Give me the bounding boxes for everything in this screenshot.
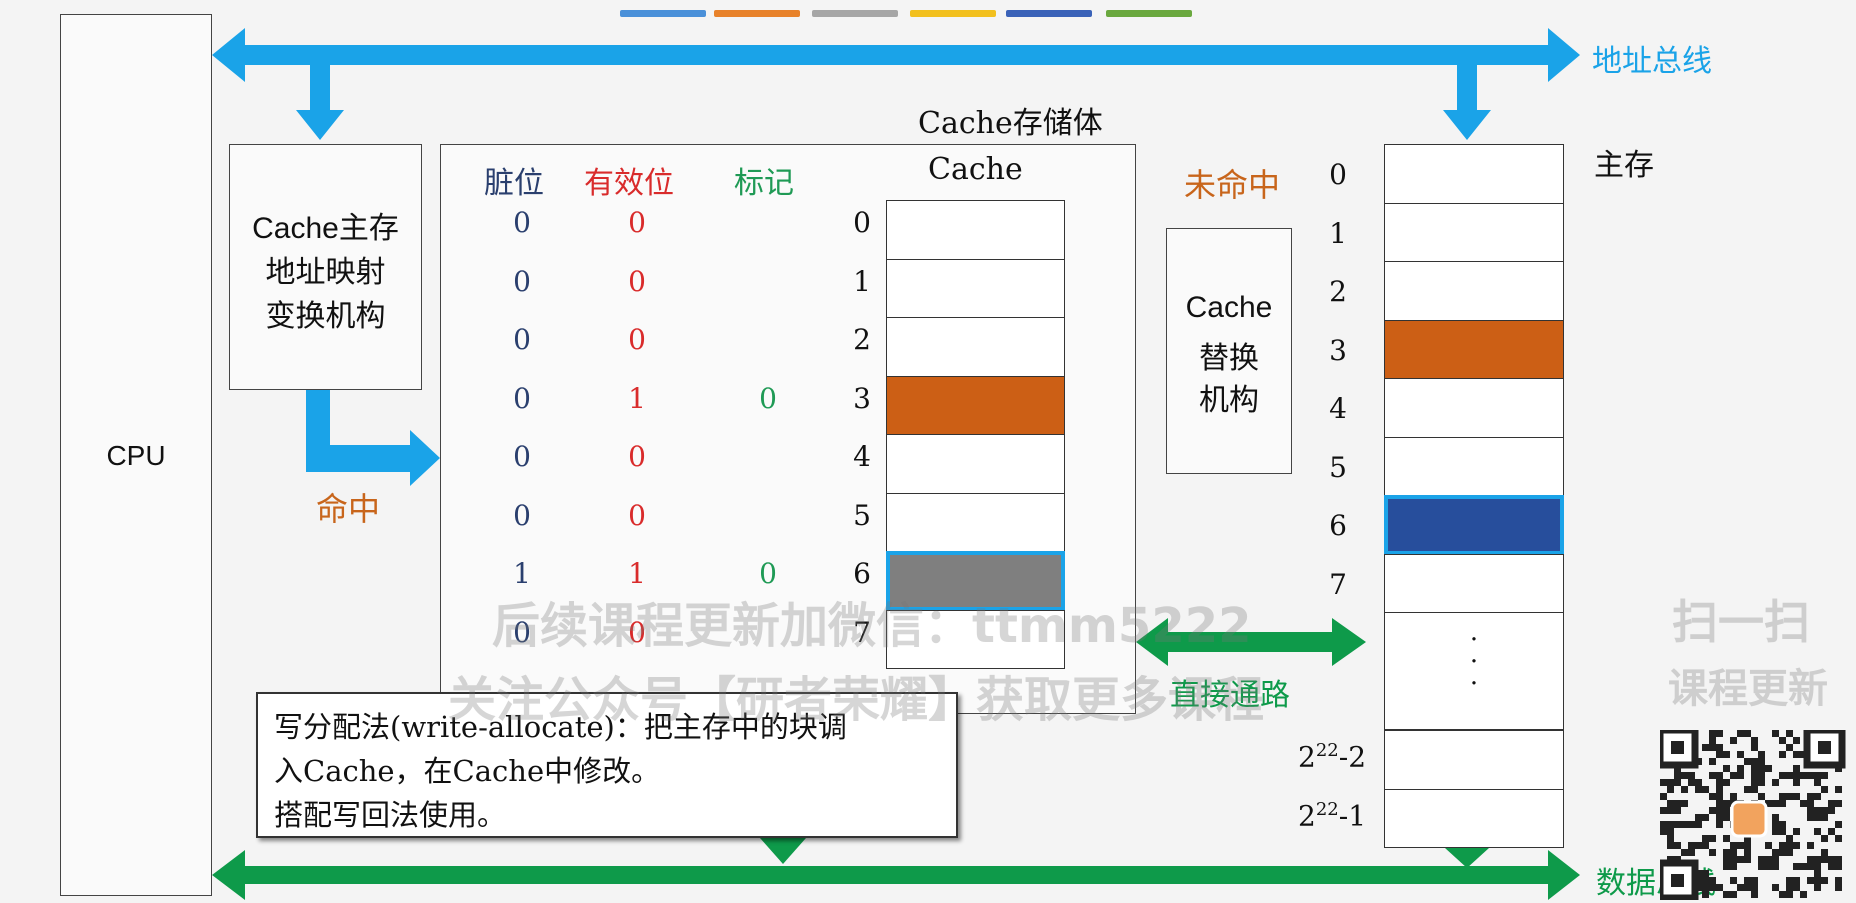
cache-line-index: 0 — [853, 206, 871, 239]
side-watermark-2: 课程更新 — [1668, 666, 1828, 712]
memory-block — [1384, 144, 1564, 204]
dirty-bit: 0 — [513, 498, 531, 532]
memory-block-index: 5 — [1329, 450, 1347, 484]
memory-block-index: 3 — [1329, 333, 1347, 367]
qr-code — [1660, 730, 1846, 900]
mapping-line-2: 地址映射 — [265, 255, 386, 290]
dirty-bit: 0 — [513, 615, 531, 649]
cache-line-index: 5 — [853, 498, 871, 532]
valid-bit: 0 — [628, 498, 646, 532]
memory-block-index: 222-2 — [1298, 740, 1367, 774]
cache-replace-unit: Cache 替换 机构 — [1166, 228, 1292, 474]
cache-line-index: 4 — [853, 440, 871, 473]
valid-bit: 1 — [628, 381, 646, 415]
note-line-3: 搭配写回法使用。 — [274, 798, 507, 832]
cache-line-index: 3 — [853, 381, 871, 415]
miss-label: 未命中 — [1184, 166, 1281, 204]
color-bar — [620, 10, 706, 17]
main-memory-label: 主存 — [1594, 148, 1654, 183]
valid-bit: 0 — [628, 264, 646, 298]
dirty-bit: 0 — [513, 323, 531, 356]
write-allocate-note: 写分配法(write-allocate)：把主存中的块调 入Cache，在Cac… — [256, 692, 958, 838]
header-tag: 标记 — [734, 166, 794, 201]
cpu-box: CPU — [60, 14, 212, 896]
memory-block — [1384, 495, 1564, 555]
cache-line-index: 7 — [853, 615, 871, 649]
header-dirty: 脏位 — [484, 166, 544, 201]
memory-block — [1384, 202, 1564, 262]
address-bus-arrow — [212, 28, 1580, 486]
color-bar — [910, 10, 996, 17]
memory-block — [1384, 553, 1564, 613]
mapping-line-1: Cache主存 — [252, 212, 399, 245]
direct-path-label: 直接通路 — [1170, 678, 1290, 713]
color-bar — [1006, 10, 1092, 17]
memory-block — [1384, 319, 1564, 379]
cache-line-index: 6 — [853, 557, 871, 590]
memory-block-index: 222-1 — [1298, 798, 1367, 832]
cache-line — [886, 609, 1065, 669]
mapping-line-3: 变换机构 — [265, 299, 386, 334]
memory-block — [1384, 378, 1564, 438]
note-line-1: 写分配法(write-allocate)：把主存中的块调 — [274, 710, 847, 744]
color-bar — [714, 10, 800, 17]
replace-line-2: 替换 — [1199, 341, 1259, 376]
color-bar — [812, 10, 898, 17]
memory-block — [1384, 261, 1564, 321]
header-cache: Cache — [928, 152, 1023, 187]
memory-block-index: 2 — [1329, 275, 1347, 308]
dirty-bit: 0 — [513, 381, 531, 415]
cache-storage-title: Cache存储体 — [918, 106, 1103, 141]
replace-line-1: Cache — [1185, 291, 1273, 324]
watermark-line-1: 后续课程更新加微信：ttmm5222 — [492, 598, 1252, 654]
valid-bit: 1 — [628, 557, 646, 590]
cache-line — [886, 492, 1065, 552]
side-watermark-1: 扫一扫 — [1672, 595, 1810, 649]
cache-line — [886, 317, 1065, 377]
memory-ellipsis-block: · · · — [1384, 612, 1564, 730]
dirty-bit: 1 — [513, 557, 531, 590]
watermark-line-2: 关注公众号【研者荣耀】获取更多课程 — [448, 672, 1265, 728]
memory-block-index: 4 — [1329, 392, 1347, 425]
hit-label: 命中 — [316, 490, 381, 528]
memory-block-index: 6 — [1329, 509, 1347, 542]
memory-block — [1384, 730, 1564, 790]
valid-bit: 0 — [628, 615, 646, 649]
memory-block-index: 0 — [1329, 158, 1347, 191]
valid-bit: 0 — [628, 440, 646, 473]
memory-block — [1384, 436, 1564, 496]
dirty-bit: 0 — [513, 206, 531, 239]
header-valid: 有效位 — [584, 166, 674, 201]
memory-block-index: 7 — [1329, 567, 1347, 601]
tag-value: 0 — [759, 381, 777, 415]
replace-line-3: 机构 — [1199, 383, 1259, 418]
cache-line — [886, 551, 1065, 611]
dirty-bit: 0 — [513, 264, 531, 298]
cache-line — [886, 200, 1065, 260]
memory-block-index: 1 — [1329, 216, 1347, 250]
tag-value: 0 — [759, 557, 777, 590]
cpu-label: CPU — [106, 440, 166, 471]
valid-bit: 0 — [628, 206, 646, 239]
valid-bit: 0 — [628, 323, 646, 356]
memory-ellipsis: · · · — [1469, 625, 1479, 699]
cache-line — [886, 434, 1065, 494]
address-mapping-unit: Cache主存 地址映射 变换机构 — [229, 144, 422, 390]
color-bar — [1106, 10, 1192, 17]
dirty-bit: 0 — [513, 440, 531, 473]
cache-line-index: 2 — [853, 323, 871, 356]
cache-line — [886, 258, 1065, 318]
cache-line-index: 1 — [853, 264, 871, 298]
note-line-2: 入Cache，在Cache中修改。 — [274, 754, 661, 788]
cache-line — [886, 375, 1065, 435]
address-bus-label: 地址总线 — [1592, 44, 1712, 79]
memory-block — [1384, 788, 1564, 848]
